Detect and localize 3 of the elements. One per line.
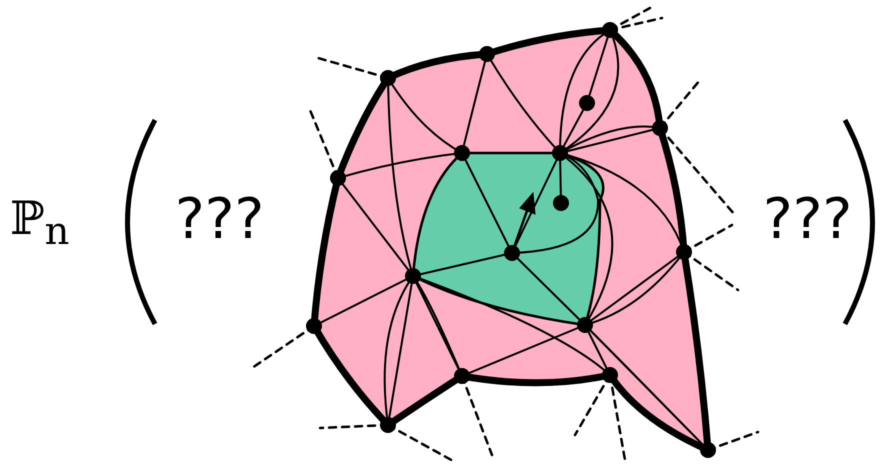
question-marks: ??? <box>763 192 852 248</box>
question-marks: ??? <box>175 192 264 248</box>
math-symbol: ℙ$_{n}$ <box>10 195 70 252</box>
